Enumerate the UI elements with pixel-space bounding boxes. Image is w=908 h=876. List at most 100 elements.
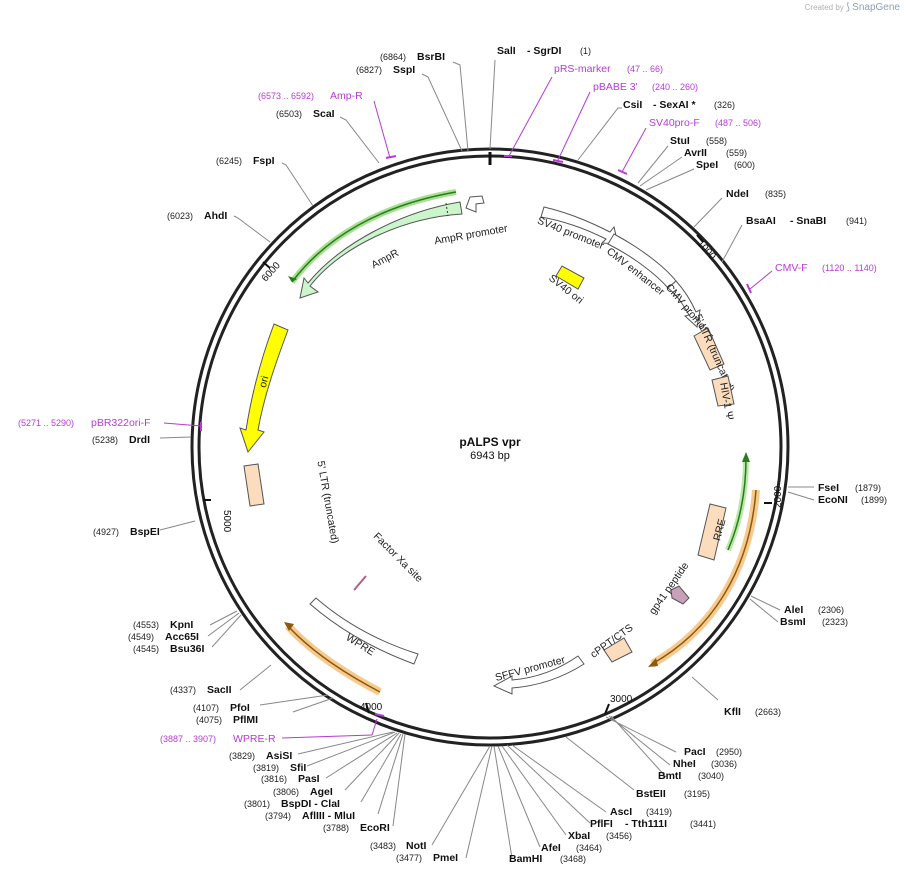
- enzyme-bsmi: BsmI: [780, 616, 806, 628]
- enzyme-bamhi: BamHI: [509, 853, 542, 865]
- enzyme-sgrdi: - SgrDI: [527, 45, 562, 57]
- enzyme-spei-pos: (600): [734, 160, 755, 170]
- enzyme-afei: AfeI: [541, 842, 561, 854]
- enzyme-bsteii: BstEII: [636, 788, 666, 800]
- plasmid-length: 6943 bp: [470, 450, 510, 462]
- primer-pbr322ori-f-range: (5271 .. 5290): [18, 418, 74, 428]
- enzyme-tth111i-pos: (3441): [690, 819, 716, 829]
- enzyme-pasi-pos: (3816): [261, 774, 287, 784]
- enzyme-sexai: - SexAI *: [653, 99, 697, 111]
- enzyme-ecori-pos: (3788): [323, 823, 349, 833]
- enzyme-pasi: PasI: [298, 773, 320, 785]
- sffv-promoter-arrow: [492, 655, 585, 695]
- primer-amp-r: Amp-R: [330, 90, 363, 102]
- enzyme-acc65i-pos: (4549): [128, 632, 154, 642]
- enzyme-ndei: NdeI: [726, 188, 749, 200]
- hiv-psi-box: [711, 375, 735, 407]
- enzyme-alei-pos: (2306): [818, 605, 844, 615]
- enzyme-bspdi: BspDI - ClaI: [281, 798, 340, 810]
- enzyme-noti: NotI: [406, 840, 426, 852]
- enzyme-bmti-pos: (3040): [698, 771, 724, 781]
- enzyme-labels: SalI - SgrDI (1) (6864) BsrBI (6827) Ssp…: [92, 45, 887, 865]
- enzyme-kpni: KpnI: [170, 619, 193, 631]
- enzyme-leaders: [159, 59, 815, 859]
- enzyme-bmti: BmtI: [658, 770, 681, 782]
- cppt-box: [603, 637, 633, 663]
- gp41-arrow: [670, 585, 690, 605]
- enzyme-acc65i: Acc65I: [165, 631, 199, 643]
- enzyme-bsu36i: Bsu36I: [170, 643, 205, 655]
- enzyme-ndei-pos: (835): [765, 189, 786, 199]
- ampr-promoter-label: AmpR promoter: [433, 222, 509, 247]
- enzyme-xbai: XbaI: [568, 830, 590, 842]
- enzyme-asisi-pos: (3829): [229, 751, 255, 761]
- ori-label: ori: [257, 375, 272, 389]
- enzyme-pfoi: PfoI: [230, 702, 250, 714]
- enzyme-bsmi-pos: (2323): [822, 617, 848, 627]
- ampr-arrow: [299, 201, 463, 299]
- enzyme-bspdi-pos: (3801): [244, 799, 270, 809]
- primer-pbr322ori-f: pBR322ori-F: [91, 417, 151, 429]
- enzyme-econi-pos: (1899): [861, 495, 887, 505]
- enzyme-drdi: DrdI: [129, 434, 150, 446]
- primer-prs-marker: pRS-marker: [554, 63, 611, 75]
- snapgene-brand: Created by ⟆ SnapGene: [805, 2, 900, 13]
- factor-xa-label: Factor Xa site: [371, 530, 425, 584]
- primer-pbabe3-range: (240 .. 260): [652, 82, 698, 92]
- rre-highlight: [725, 457, 749, 552]
- enzyme-fsei: FseI: [818, 482, 839, 494]
- tick-4000: 4000: [360, 702, 383, 713]
- sv40-ori-box: [555, 265, 585, 290]
- enzyme-bsrbi: BsrBI: [417, 51, 445, 63]
- enzyme-sali: SalI: [497, 45, 516, 57]
- enzyme-fspi-pos: (6245): [216, 156, 242, 166]
- ampr-promoter-arrow: [465, 195, 485, 213]
- primer-amp-r-range: (6573 .. 6592): [258, 91, 314, 101]
- tick-5000: 5000: [221, 510, 232, 533]
- ticks: 1000 2000 3000 4000 5000 6000: [203, 234, 784, 715]
- ori-arrow: [239, 323, 289, 454]
- enzyme-afei-pos: (3464): [576, 843, 602, 853]
- primers: pRS-marker (47 .. 66) pBABE 3' (240 .. 2…: [18, 63, 877, 745]
- enzyme-spei: SpeI: [696, 159, 718, 171]
- enzyme-snabi-pos: (941): [846, 216, 867, 226]
- enzyme-sgrdi-pos: (1): [580, 46, 591, 56]
- enzyme-scai: ScaI: [313, 108, 335, 120]
- enzyme-ecori: EcoRI: [360, 822, 390, 834]
- snapgene-logo-icon: ⟆: [846, 2, 850, 13]
- enzyme-noti-pos: (3483): [370, 841, 396, 851]
- enzyme-bsaai: BsaAI: [746, 215, 776, 227]
- cmv-promoter-arrow: [667, 280, 701, 328]
- enzyme-scai-pos: (6503): [276, 109, 302, 119]
- enzyme-drdi-pos: (5238): [92, 435, 118, 445]
- ltr5-top-box: [693, 327, 725, 371]
- enzyme-asci-pos: (3419): [646, 807, 672, 817]
- enzyme-avrii-pos: (559): [726, 148, 747, 158]
- enzyme-avrii: AvrII: [684, 147, 707, 159]
- enzyme-ahdi: AhdI: [204, 210, 227, 222]
- enzyme-kfli-pos: (2663): [755, 707, 781, 717]
- ltr5-left-box: [243, 463, 265, 507]
- enzyme-sexai-pos: (326): [714, 100, 735, 110]
- tick-2000: 2000: [773, 485, 784, 508]
- enzyme-xbai-pos: (3456): [606, 831, 632, 841]
- enzyme-bamhi-pos: (3468): [560, 854, 586, 864]
- tick-1000: 1000: [695, 238, 718, 262]
- enzyme-kfli: KflI: [724, 706, 741, 718]
- enzyme-stui-pos: (558): [706, 136, 727, 146]
- enzyme-sfii-pos: (3819): [253, 763, 279, 773]
- enzyme-nhei: NheI: [673, 758, 696, 770]
- enzyme-afliii-pos: (3794): [265, 811, 291, 821]
- primer-cmv-f: CMV-F: [775, 262, 808, 274]
- primer-prs-marker-range: (47 .. 66): [627, 64, 663, 74]
- primer-sv40pro-f: SV40pro-F: [649, 117, 700, 129]
- enzyme-paci-pos: (2950): [716, 747, 742, 757]
- enzyme-agei: AgeI: [310, 786, 333, 798]
- enzyme-pflmi-pos: (4075): [196, 715, 222, 725]
- enzyme-afliii: AflIII - MluI: [302, 810, 355, 822]
- ampr-label: AmpR: [369, 247, 401, 271]
- enzyme-bspei-pos: (4927): [93, 527, 119, 537]
- enzyme-pflmi: PflMI: [233, 714, 258, 726]
- enzyme-fspi: FspI: [253, 155, 275, 167]
